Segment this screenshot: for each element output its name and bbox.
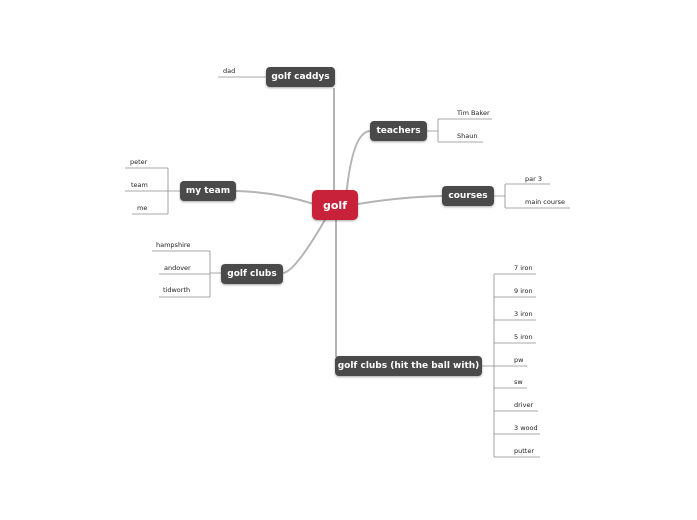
leaf-dad[interactable]: dad <box>223 67 236 75</box>
leaf-par-3[interactable]: par 3 <box>525 175 542 183</box>
leaf-9-iron[interactable]: 9 iron <box>514 287 533 295</box>
leaf-driver[interactable]: driver <box>514 401 534 409</box>
branch-label-golf-clubs-hit: golf clubs (hit the ball with) <box>337 361 480 371</box>
connector-team <box>235 190 315 205</box>
leaf-pw[interactable]: pw <box>514 356 524 364</box>
branch-node-golf-caddys[interactable]: golf caddys <box>266 67 335 87</box>
leaf-5-iron[interactable]: 5 iron <box>514 333 533 341</box>
branch-node-golf-clubs[interactable]: golf clubs <box>221 264 283 284</box>
leaf-3-iron[interactable]: 3 iron <box>514 310 533 318</box>
bracket-team <box>167 168 180 214</box>
bracket-teachers <box>427 119 439 142</box>
leaf-shaun[interactable]: Shaun <box>457 132 478 140</box>
branch-label-golf-caddys: golf caddys <box>271 72 330 82</box>
leaf-peter[interactable]: peter <box>130 158 148 166</box>
connector-clubs <box>282 217 327 274</box>
leaf-7-iron[interactable]: 7 iron <box>514 264 533 272</box>
bracket-clubs <box>209 251 221 297</box>
root-node-golf[interactable]: golf <box>312 190 358 220</box>
branch-node-my-team[interactable]: my team <box>180 181 236 201</box>
branch-node-courses[interactable]: courses <box>442 186 494 206</box>
root-label: golf <box>323 198 347 212</box>
leaf-main-course[interactable]: main course <box>525 198 566 206</box>
leaf-putter[interactable]: putter <box>514 447 535 455</box>
bracket-courses <box>494 184 506 208</box>
branch-label-golf-clubs: golf clubs <box>227 269 277 279</box>
leaf-hampshire[interactable]: hampshire <box>156 241 191 249</box>
leaf-me[interactable]: me <box>137 204 148 212</box>
branch-node-golf-clubs-hit[interactable]: golf clubs (hit the ball with) <box>335 356 482 376</box>
branch-label-courses: courses <box>448 191 488 201</box>
leaf-tidworth[interactable]: tidworth <box>163 286 191 294</box>
leaf-team[interactable]: team <box>131 181 148 189</box>
connector-courses <box>357 195 443 205</box>
connector-teachers <box>345 130 371 199</box>
leaf-tim-baker[interactable]: Tim Baker <box>457 109 490 117</box>
leaf-andover[interactable]: andover <box>164 264 191 272</box>
branch-label-my-team: my team <box>185 186 231 196</box>
leaf-sw[interactable]: sw <box>514 378 523 386</box>
bracket-hit <box>482 274 495 457</box>
branch-label-teachers: teachers <box>376 126 421 136</box>
branch-node-teachers[interactable]: teachers <box>370 121 427 141</box>
leaf-3-wood[interactable]: 3 wood <box>514 424 538 432</box>
